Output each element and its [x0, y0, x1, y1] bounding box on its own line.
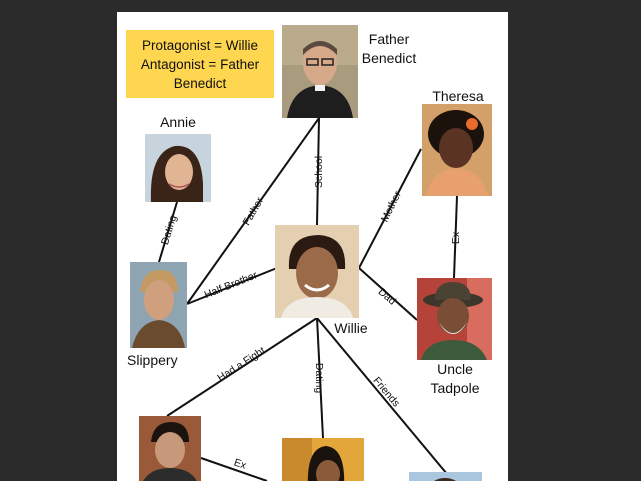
uncle-tadpole-name: Uncle Tadpole	[422, 360, 488, 398]
uncle-tadpole-name-line-1: Uncle	[422, 360, 488, 379]
uncle-tadpole-photo	[417, 278, 492, 360]
legend-line-2: Antagonist = Father	[141, 55, 259, 74]
father-benedict-name-line-1: Father	[360, 30, 418, 49]
slippery-photo	[130, 262, 187, 348]
diagram-page: School Father Mother Ex Dating Half Brot…	[117, 12, 508, 481]
annie-name: Annie	[150, 113, 206, 132]
bottom-right-character-photo	[409, 472, 482, 481]
father-benedict-name-line-2: Benedict	[360, 49, 418, 68]
protagonist-antagonist-legend: Protagonist = Willie Antagonist = Father…	[126, 30, 274, 98]
edge-label-father: Father	[241, 195, 267, 228]
father-benedict-photo	[282, 25, 358, 118]
slippery-name: Slippery	[127, 351, 191, 370]
edge-label-school: School	[313, 156, 325, 188]
edge-label-mother: Mother	[379, 189, 404, 224]
annie-photo	[145, 134, 211, 202]
theresa-photo	[422, 104, 492, 196]
willie-photo	[275, 225, 359, 318]
edge-label-friends: Friends	[370, 375, 402, 410]
bottom-left-character-photo	[139, 416, 201, 481]
uncle-tadpole-name-line-2: Tadpole	[422, 379, 488, 398]
edge-label-half-brother: Half Brother	[203, 269, 260, 301]
legend-line-3: Benedict	[174, 74, 227, 93]
edge-label-dad: Dad	[376, 286, 399, 308]
edge-label-dating-annie-slippery: Dating	[159, 214, 179, 247]
bottom-middle-character-photo	[282, 438, 364, 481]
edge-label-had-a-fight: Had a Fight	[215, 345, 267, 385]
willie-name: Willie	[329, 319, 373, 338]
edge-label-ex-theresa-tadpole: Ex	[450, 231, 462, 244]
father-benedict-name: Father Benedict	[360, 30, 418, 68]
edge-label-dating-willie: Dating	[313, 363, 325, 394]
legend-line-1: Protagonist = Willie	[142, 36, 258, 55]
